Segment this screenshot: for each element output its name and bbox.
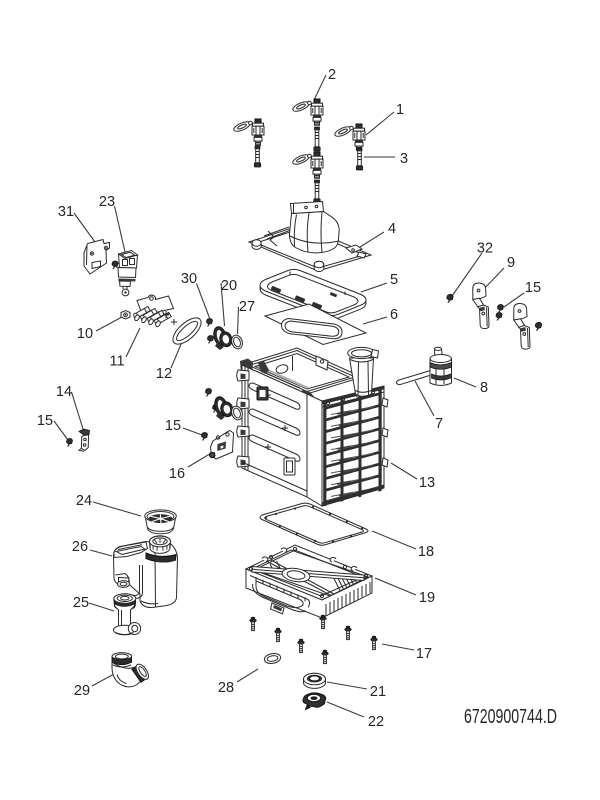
svg-text:13: 13 [419, 475, 435, 491]
svg-text:1: 1 [396, 102, 404, 118]
svg-text:10: 10 [77, 326, 93, 342]
svg-text:9: 9 [507, 255, 515, 271]
svg-text:12: 12 [156, 366, 172, 382]
svg-text:21: 21 [370, 684, 386, 700]
svg-text:15: 15 [37, 413, 53, 429]
svg-text:28: 28 [218, 680, 234, 696]
svg-text:22: 22 [368, 714, 384, 730]
svg-text:30: 30 [181, 271, 197, 287]
svg-text:15: 15 [165, 418, 181, 434]
svg-text:14: 14 [56, 384, 72, 400]
svg-text:27: 27 [239, 299, 255, 315]
svg-text:24: 24 [76, 493, 92, 509]
svg-text:31: 31 [58, 204, 74, 220]
svg-text:19: 19 [419, 590, 435, 606]
svg-text:3: 3 [400, 151, 408, 167]
svg-text:29: 29 [74, 683, 90, 699]
svg-text:6720900744.D: 6720900744.D [464, 706, 557, 728]
svg-text:8: 8 [480, 380, 488, 396]
svg-text:15: 15 [525, 280, 541, 296]
svg-text:25: 25 [73, 595, 89, 611]
svg-text:7: 7 [435, 416, 443, 432]
svg-text:18: 18 [418, 544, 434, 560]
svg-text:23: 23 [99, 194, 115, 210]
svg-text:4: 4 [388, 221, 396, 237]
svg-text:6: 6 [390, 307, 398, 323]
svg-text:2: 2 [328, 67, 336, 83]
svg-text:20: 20 [221, 278, 237, 294]
svg-text:5: 5 [390, 272, 398, 288]
svg-text:16: 16 [169, 466, 185, 482]
svg-text:17: 17 [416, 646, 432, 662]
svg-text:26: 26 [72, 539, 88, 555]
svg-text:32: 32 [477, 241, 493, 257]
svg-text:11: 11 [109, 354, 124, 370]
